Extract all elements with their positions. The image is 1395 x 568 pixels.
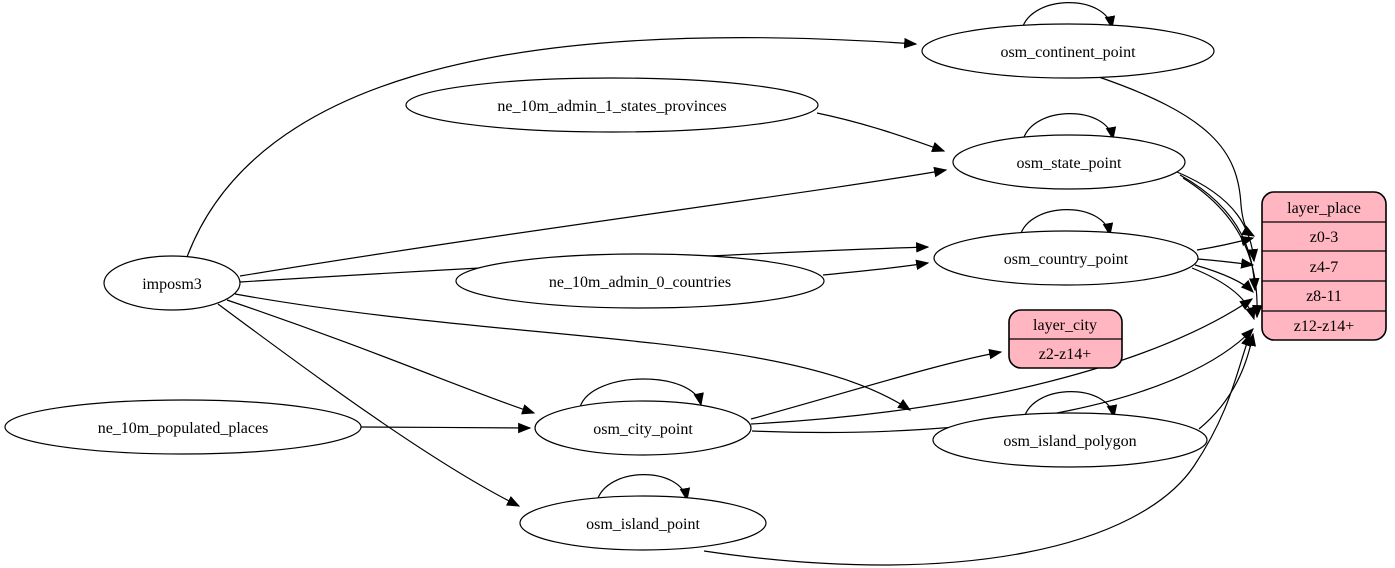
self-loop-osm_country_point — [1019, 209, 1114, 237]
self-loop-osm_state_point — [1022, 113, 1117, 141]
osm-country-point-label: osm_country_point — [1004, 251, 1129, 268]
imposm3-shape — [103, 255, 241, 311]
layer-place-row-z0-3: z0-3 — [1310, 229, 1338, 246]
edge-osm_continent_point-layer_place-z0-3 — [1095, 75, 1256, 237]
osm-country-point-shape — [933, 230, 1199, 286]
node-ne-10m-admin-1-states-provinces: ne_10m_admin_1_states_provinces — [405, 77, 819, 133]
node-osm-country-point: osm_country_point — [933, 230, 1199, 286]
node-osm-state-point: osm_state_point — [952, 134, 1186, 190]
osm-continent-point-label: osm_continent_point — [1000, 44, 1136, 61]
layer-place-shape — [1261, 191, 1387, 341]
node-osm-island-point: osm_island_point — [519, 495, 767, 551]
layer-city-title: layer_city — [1033, 317, 1097, 334]
ne-10m-admin-1-states-provinces-label: ne_10m_admin_1_states_provinces — [497, 98, 726, 115]
self-loop-osm_island_point — [596, 474, 691, 502]
layer-city-row-z2-z14: z2-z14+ — [1039, 346, 1092, 363]
edge-imposm3-osm_continent_point — [186, 37, 918, 258]
edge-ne_10m_admin_0_countries-osm_country_point — [822, 259, 930, 276]
osm-continent-point-shape — [921, 23, 1215, 79]
edge-imposm3-osm_island_polygon — [234, 293, 912, 411]
edge-osm_city_point-layer_place-z12-z14 — [751, 328, 1254, 434]
edge-imposm3-osm_island_point — [217, 303, 521, 507]
edge-osm_state_point-layer_place-z12-z14 — [1182, 177, 1263, 319]
edge-layer — [186, 2, 1263, 566]
layer-place-row-z12-z14: z12-z14+ — [1294, 318, 1355, 335]
layer-place-row-z4-7: z4-7 — [1310, 259, 1338, 276]
edge-osm_state_point-layer_place-z4-7 — [1176, 171, 1259, 263]
ne-10m-populated-places-shape — [4, 399, 362, 455]
edge-imposm3-osm_state_point — [239, 166, 948, 277]
layer-place-title: layer_place — [1287, 200, 1361, 217]
edge-osm_city_point-layer_place-z8-11 — [750, 298, 1254, 425]
self-loop-osm_city_point — [579, 378, 704, 408]
node-ne-10m-admin-0-countries: ne_10m_admin_0_countries — [455, 253, 825, 309]
layer-place-row-z8-11: z8-11 — [1306, 288, 1342, 305]
osm-island-point-shape — [519, 495, 767, 551]
node-imposm3: imposm3 — [103, 255, 241, 311]
node-osm-island-polygon: osm_island_polygon — [932, 412, 1208, 468]
edge-osm_country_point-layer_place-z8-11 — [1194, 264, 1254, 293]
edge-osm_city_point-layer_city-z2-z14 — [750, 348, 1003, 420]
edge-ne_10m_admin_1_states_provinces-osm_state_point — [816, 112, 946, 152]
imposm3-label: imposm3 — [142, 276, 202, 293]
self-loop-osm_continent_point — [1021, 2, 1116, 30]
osm-city-point-shape — [534, 400, 752, 456]
edge-osm_state_point-layer_place-z8-11 — [1179, 174, 1260, 292]
ne-10m-admin-0-countries-shape — [455, 253, 825, 309]
edge-ne_10m_populated_places-osm_city_point — [360, 422, 532, 434]
ne-10m-admin-0-countries-label: ne_10m_admin_0_countries — [549, 274, 731, 291]
osm-state-point-label: osm_state_point — [1017, 155, 1122, 172]
edge-osm_island_point-layer_place-z12-z14 — [703, 332, 1252, 566]
edge-osm_country_point-layer_place-z12-z14 — [1191, 267, 1256, 321]
node-osm-city-point: osm_city_point — [534, 400, 752, 456]
node-ne-10m-populated-places: ne_10m_populated_places — [4, 399, 362, 455]
node-layer-place: layer_place z0-3 z4-7 z8-11 z12-z14+ — [1261, 191, 1387, 341]
osm-state-point-shape — [952, 134, 1186, 190]
osm-city-point-label: osm_city_point — [593, 421, 693, 438]
osm-island-polygon-shape — [932, 412, 1208, 468]
node-osm-continent-point: osm_continent_point — [921, 23, 1215, 79]
self-loop-osm_island_polygon — [1023, 391, 1118, 419]
edge-osm_country_point-layer_place-z4-7 — [1197, 258, 1255, 269]
osm-island-point-label: osm_island_point — [586, 516, 700, 533]
ne-10m-admin-1-states-provinces-shape — [405, 77, 819, 133]
node-layer-city: layer_city z2-z14+ — [1008, 309, 1123, 369]
ne-10m-populated-places-label: ne_10m_populated_places — [98, 420, 269, 437]
edge-imposm3-osm_city_point — [226, 299, 536, 415]
osm-island-polygon-label: osm_island_polygon — [1003, 433, 1136, 450]
